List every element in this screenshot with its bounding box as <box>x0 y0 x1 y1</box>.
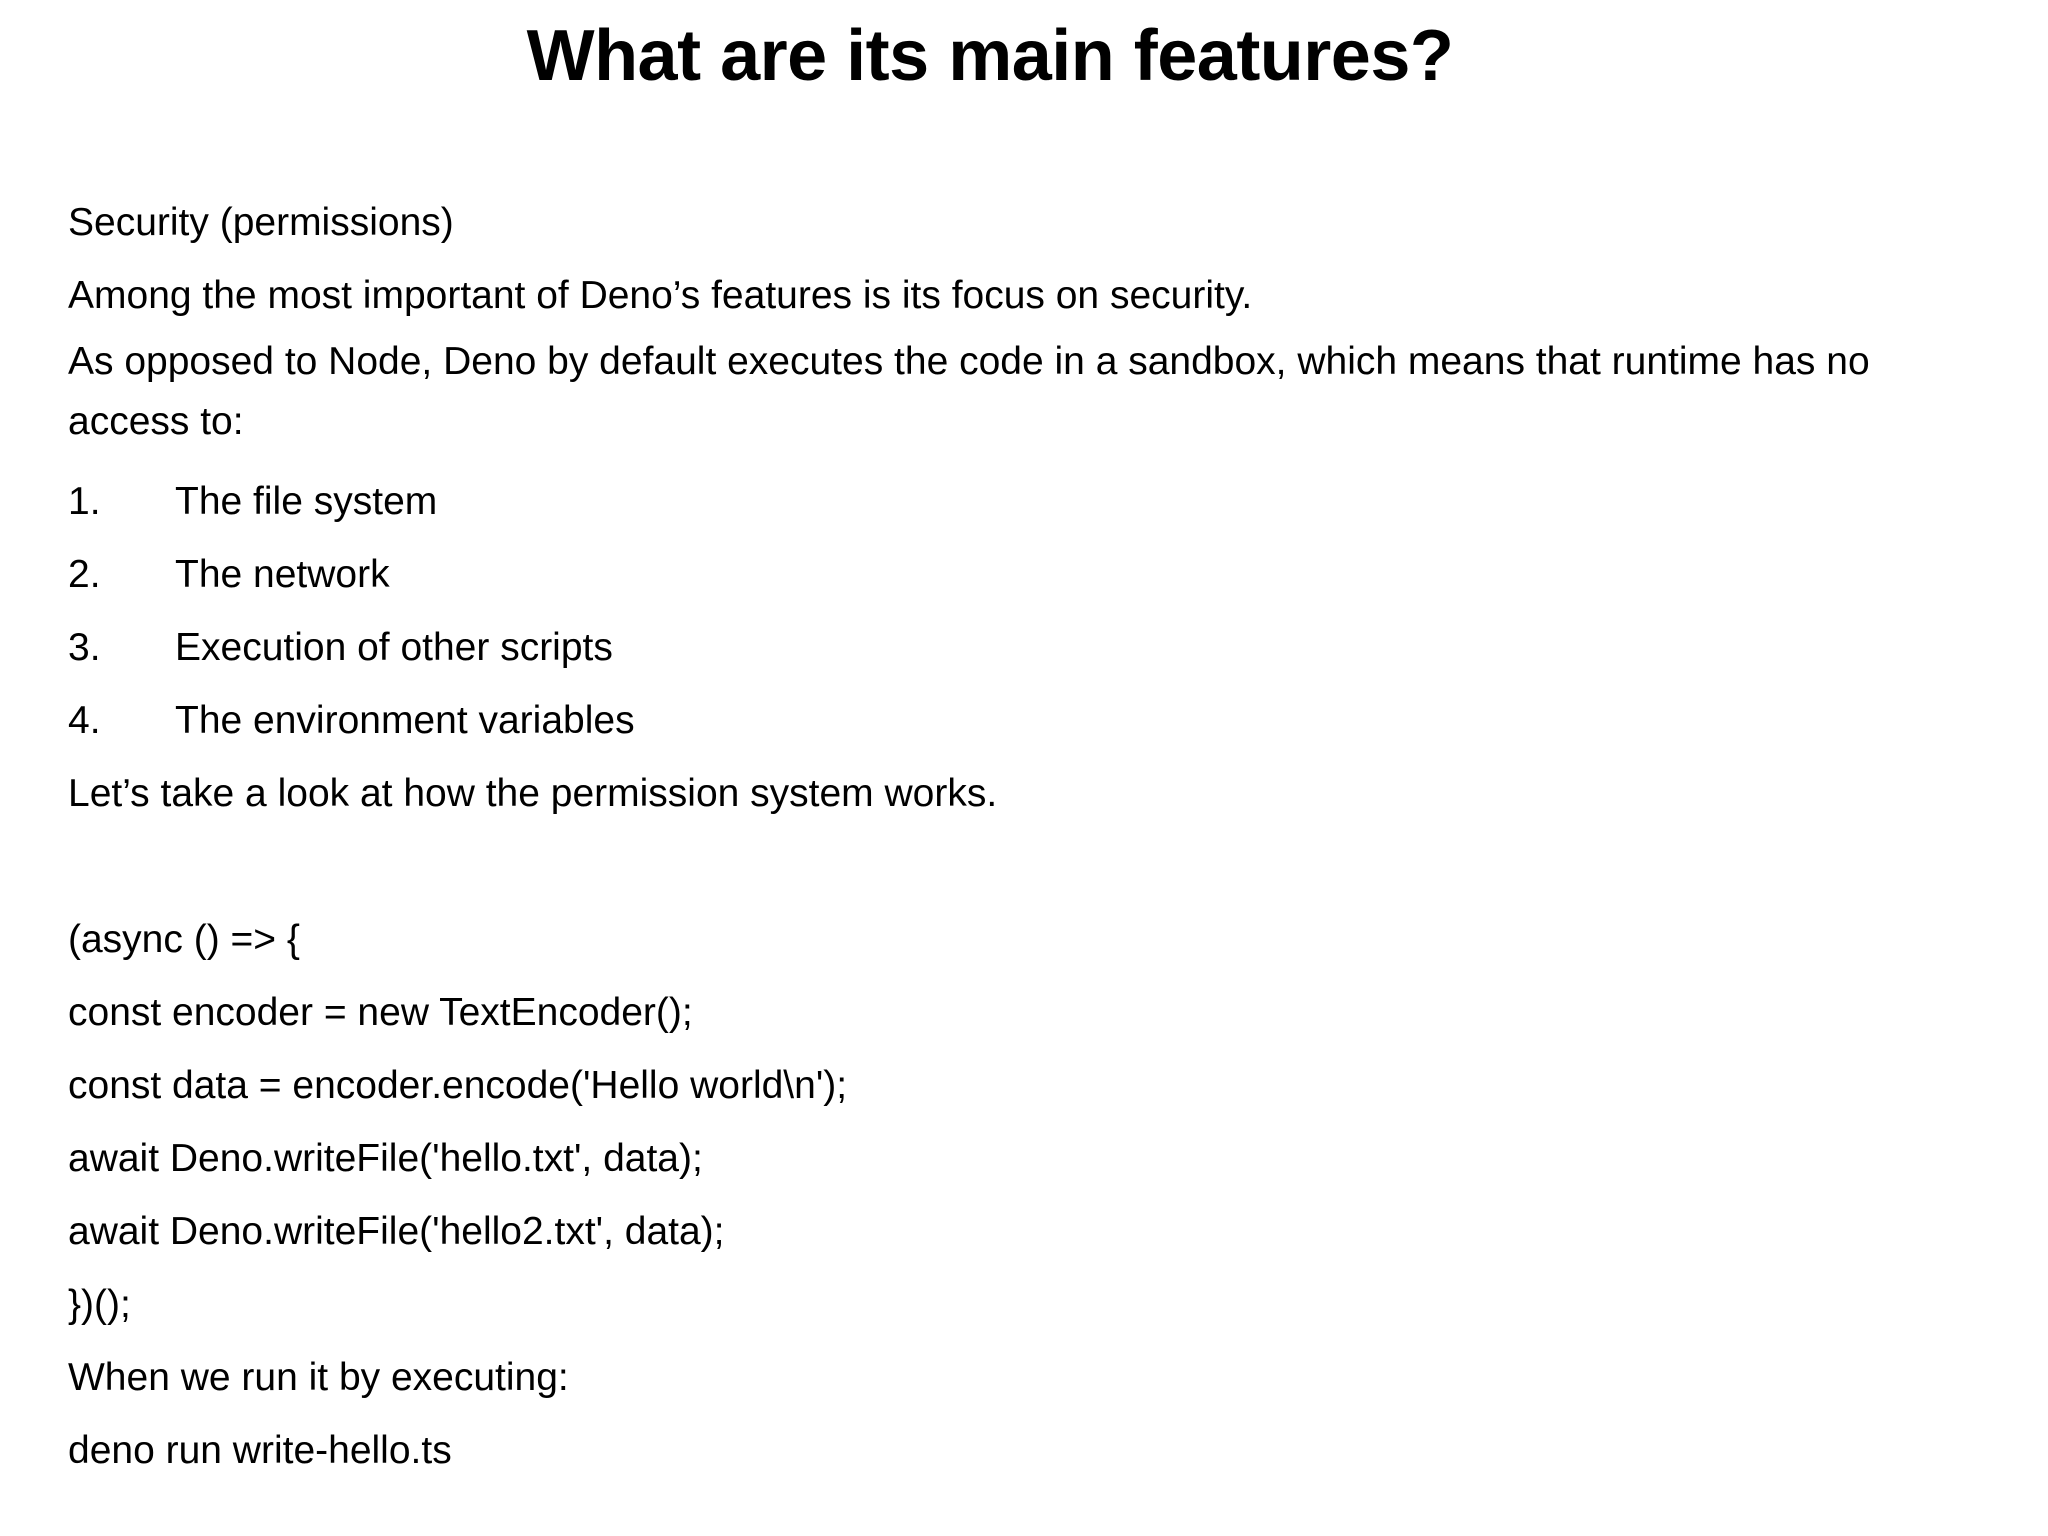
list-item-label: Execution of other scripts <box>175 626 613 669</box>
paragraph-run-intro: When we run it by executing: <box>68 1356 569 1399</box>
slide-body: Security (permissions) Among the most im… <box>68 186 1988 1487</box>
list-item: 3. Execution of other scripts <box>68 611 1988 684</box>
list-item: 2. The network <box>68 538 1988 611</box>
paragraph-security-focus: Among the most important of Deno’s featu… <box>68 274 1253 317</box>
code-line: const encoder = new TextEncoder(); <box>68 991 693 1034</box>
run-command: deno run write-hello.ts <box>68 1429 452 1472</box>
list-marker: 1. <box>68 480 101 523</box>
paragraph-permission-intro: Let’s take a look at how the permission … <box>68 772 998 815</box>
list-marker: 3. <box>68 626 101 669</box>
code-line: await Deno.writeFile('hello2.txt', data)… <box>68 1210 725 1253</box>
list-item: 1. The file system <box>68 465 1988 538</box>
list-item-label: The network <box>175 553 390 596</box>
section-heading-security: Security (permissions) <box>68 201 454 244</box>
paragraph-sandbox: As opposed to Node, Deno by default exec… <box>68 340 1870 443</box>
list-marker: 4. <box>68 699 101 742</box>
page-title: What are its main features? <box>526 16 1454 96</box>
code-line: })(); <box>68 1283 131 1326</box>
blank-line-spacer <box>68 830 1988 903</box>
code-line: const data = encoder.encode('Hello world… <box>68 1064 848 1107</box>
code-line: (async () => { <box>68 918 300 961</box>
list-item-label: The environment variables <box>175 699 635 742</box>
list-item-label: The file system <box>175 480 438 523</box>
code-line: await Deno.writeFile('hello.txt', data); <box>68 1137 703 1180</box>
list-item: 4. The environment variables <box>68 684 1988 757</box>
list-marker: 2. <box>68 553 101 596</box>
